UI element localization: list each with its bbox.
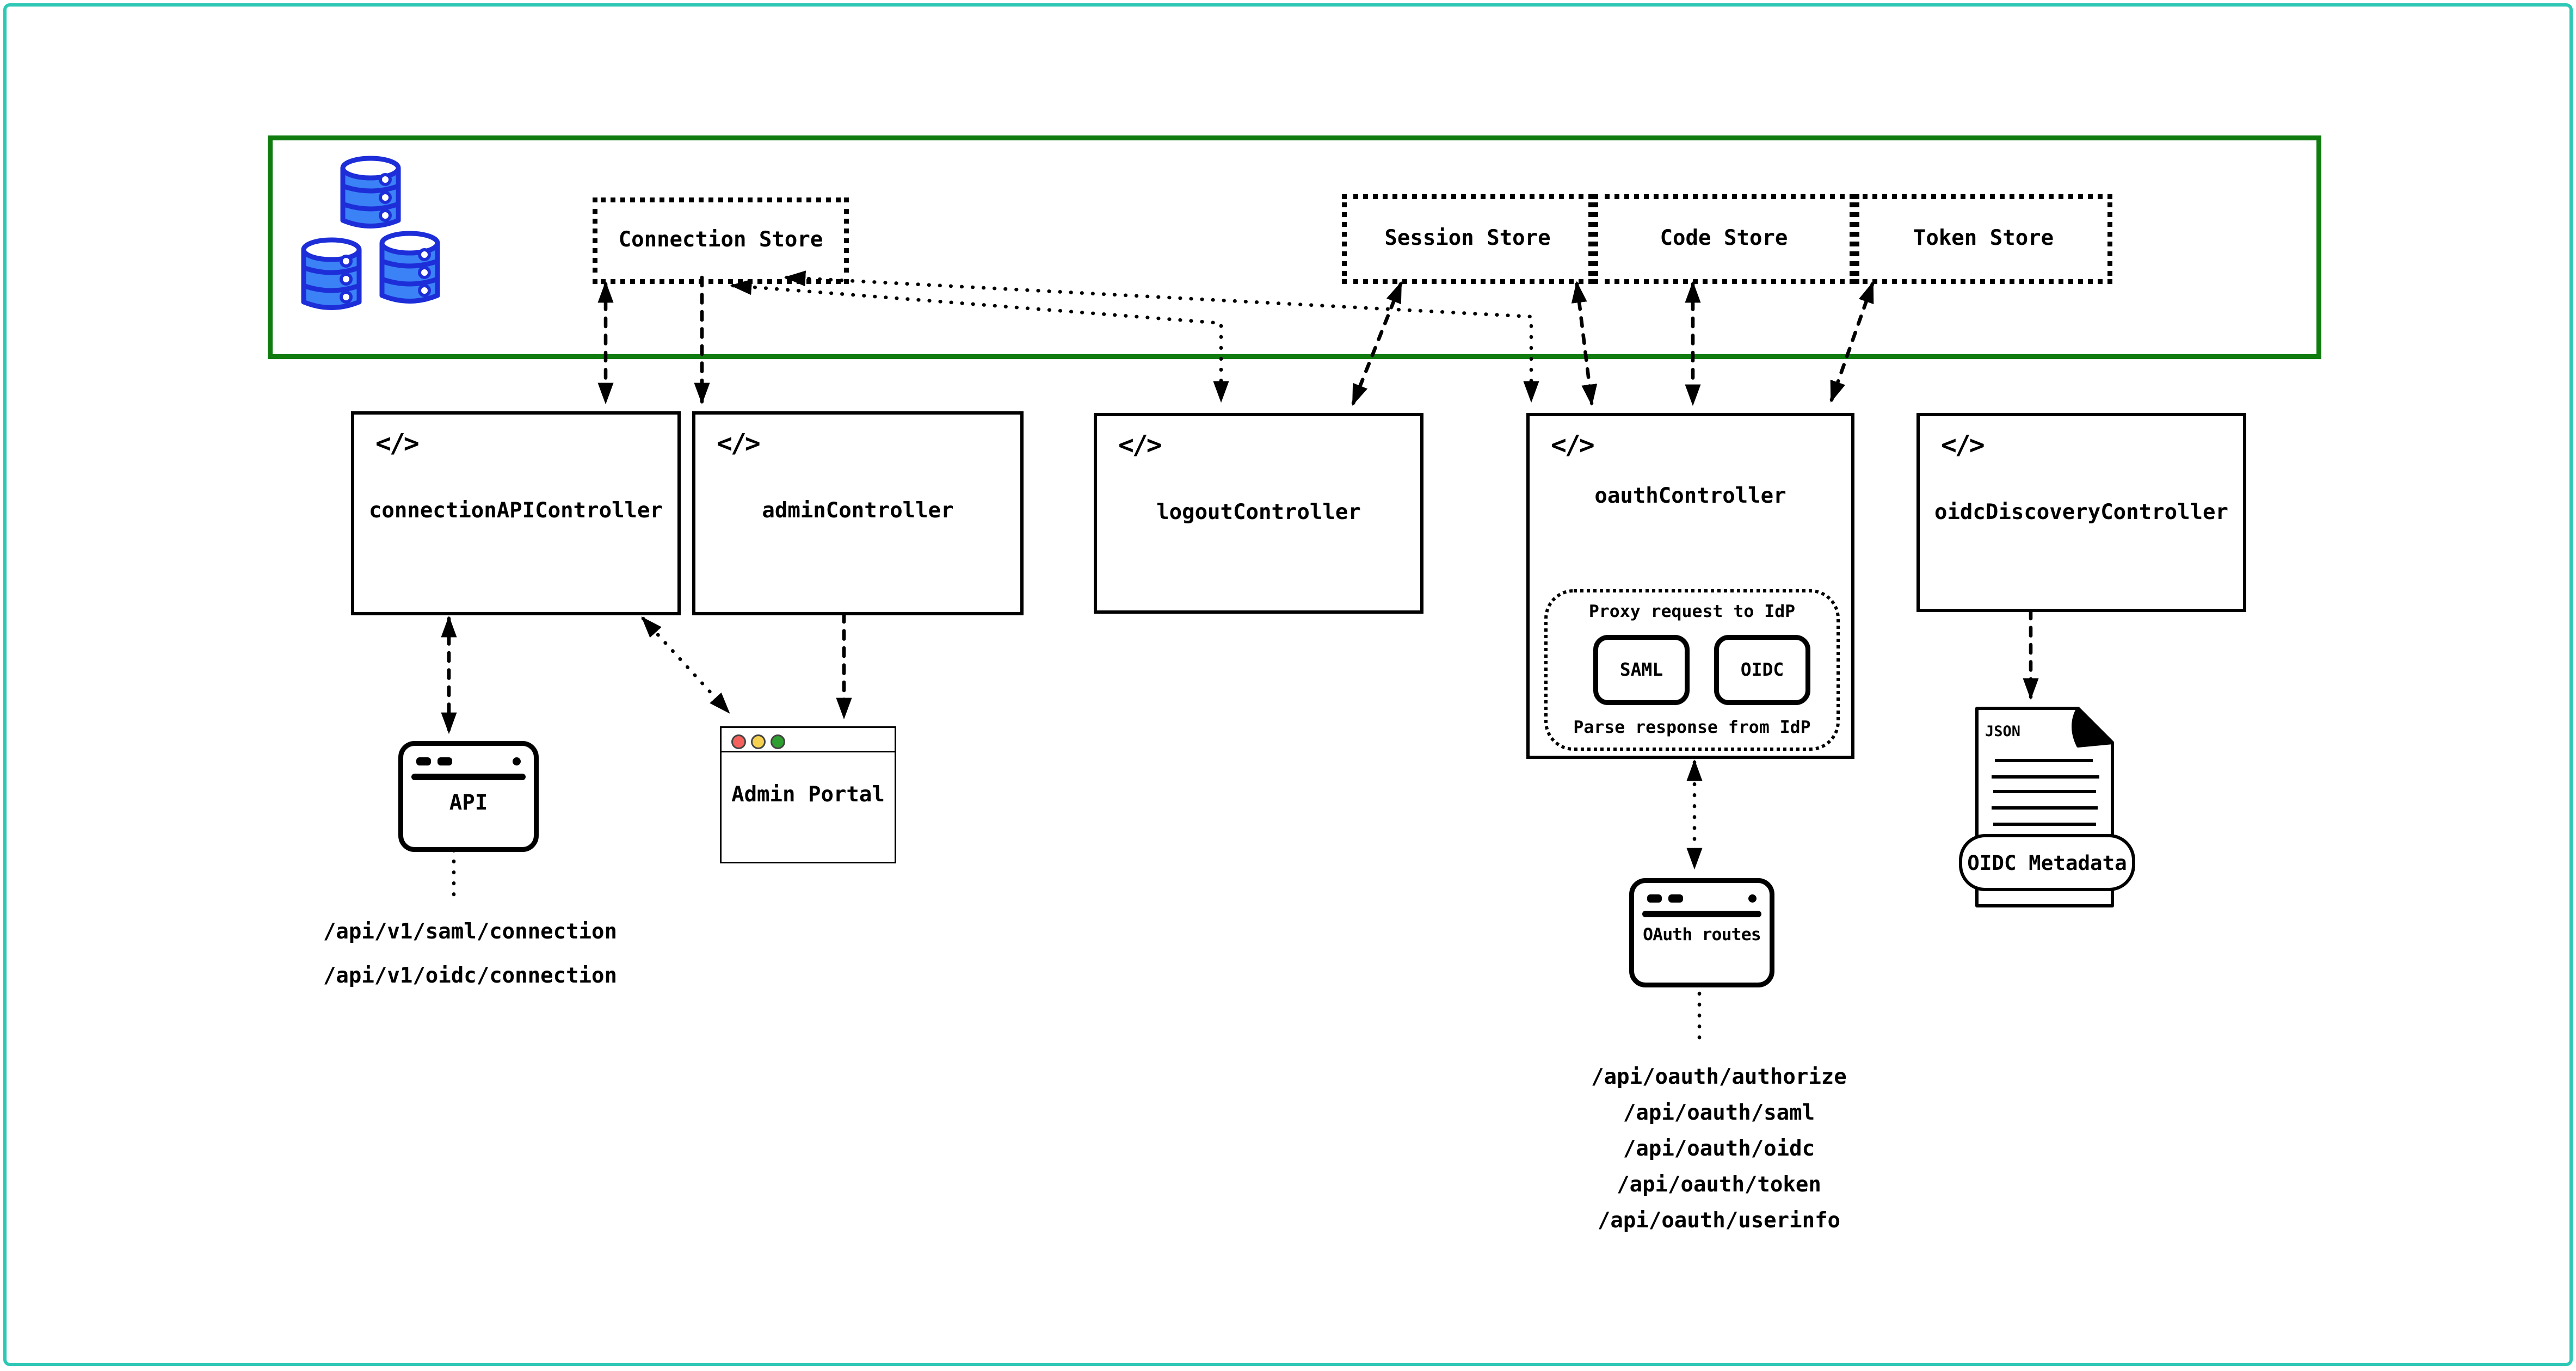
window-dash-icon: [1668, 894, 1683, 902]
session-store-label: Session Store: [1384, 227, 1551, 251]
maximize-traffic-light-icon: [771, 733, 785, 749]
json-file-type-label: JSON: [1985, 723, 2020, 740]
session-store-box: Session Store: [1342, 194, 1593, 284]
saml-label: SAML: [1619, 659, 1663, 681]
api-window-label: API: [449, 792, 488, 816]
admin-controller-box: </> adminController: [692, 411, 1024, 615]
saml-box: SAML: [1593, 635, 1690, 705]
route-item: /api/oauth/authorize: [1591, 1066, 1847, 1090]
code-icon: </>: [1118, 429, 1162, 460]
arrow-connectionapi-adminportal: [641, 616, 730, 714]
arrow-tokenstore-oauth: [1829, 281, 1875, 403]
connection-api-controller-label: connectionAPIController: [368, 499, 663, 524]
code-store-box: Code Store: [1593, 194, 1854, 284]
route-item: /api/v1/saml/connection: [323, 921, 617, 945]
parse-response-label: Parse response from IdP: [1573, 718, 1811, 738]
arrow-logout-connectionstore: [730, 279, 1229, 403]
oauth-controller-label: oauthController: [1594, 485, 1786, 509]
window-dash-icon: [437, 757, 452, 765]
connection-api-controller-box: </> connectionAPIController: [351, 411, 681, 615]
route-item: /api/oauth/saml: [1623, 1102, 1815, 1126]
route-item: /api/oauth/oidc: [1623, 1138, 1815, 1162]
oauth-route-list: /api/oauth/authorize /api/oauth/saml /ap…: [1507, 1061, 1931, 1240]
json-document-icon: JSON OIDC Metadata: [1959, 707, 2135, 907]
logout-controller-box: </> logoutController: [1094, 413, 1423, 614]
idp-proxy-group: Proxy request to IdP SAML OIDC Parse res…: [1544, 589, 1840, 751]
window-dot-icon: [513, 757, 521, 765]
code-icon: </>: [1941, 429, 1985, 460]
code-store-label: Code Store: [1660, 227, 1788, 251]
oauth-controller-box: </> oauthController Proxy request to IdP…: [1526, 413, 1854, 759]
oauth-routes-window-icon: OAuth routes: [1629, 878, 1774, 987]
window-dash-icon: [1647, 894, 1662, 902]
connection-store-box: Connection Store: [593, 197, 849, 284]
route-item: /api/v1/oidc/connection: [323, 965, 617, 989]
admin-controller-label: adminController: [762, 499, 954, 524]
window-bar: [1642, 911, 1761, 917]
code-icon: </>: [1551, 429, 1595, 460]
token-store-box: Token Store: [1854, 194, 2112, 284]
database-icon: [301, 156, 440, 310]
arrow-logout-sessionstore: [1351, 281, 1403, 406]
oidc-label: OIDC: [1740, 659, 1784, 681]
logout-controller-label: logoutController: [1156, 501, 1361, 526]
oidc-metadata-label: OIDC Metadata: [1967, 851, 2127, 875]
oidc-discovery-controller-box: </> oidcDiscoveryController: [1916, 413, 2246, 612]
connection-api-route-list: /api/v1/saml/connection /api/v1/oidc/con…: [274, 911, 666, 999]
arrow-sessionstore-oauth: [1571, 281, 1598, 406]
connection-store-label: Connection Store: [618, 228, 823, 253]
code-icon: </>: [375, 428, 420, 459]
oidc-discovery-controller-label: oidcDiscoveryController: [1934, 501, 2228, 526]
token-store-label: Token Store: [1913, 227, 2054, 251]
oidc-box: OIDC: [1714, 635, 1810, 705]
admin-portal-window: Admin Portal: [720, 726, 896, 863]
code-icon: </>: [717, 428, 761, 459]
route-item: /api/oauth/token: [1617, 1174, 1821, 1198]
browser-titlebar: [722, 728, 895, 752]
route-item: /api/oauth/userinfo: [1597, 1209, 1841, 1234]
api-window-icon: API: [398, 741, 539, 852]
window-dash-icon: [416, 757, 431, 765]
oauth-routes-window-label: OAuth routes: [1643, 925, 1761, 945]
outer-frame: [3, 3, 2573, 1367]
proxy-request-label: Proxy request to IdP: [1588, 602, 1796, 622]
close-traffic-light-icon: [731, 733, 746, 749]
window-bar: [411, 774, 526, 780]
minimize-traffic-light-icon: [751, 733, 766, 749]
window-dot-icon: [1748, 894, 1757, 903]
arrow-oauth-connectionstore: [784, 270, 1539, 403]
admin-portal-label: Admin Portal: [731, 783, 885, 808]
